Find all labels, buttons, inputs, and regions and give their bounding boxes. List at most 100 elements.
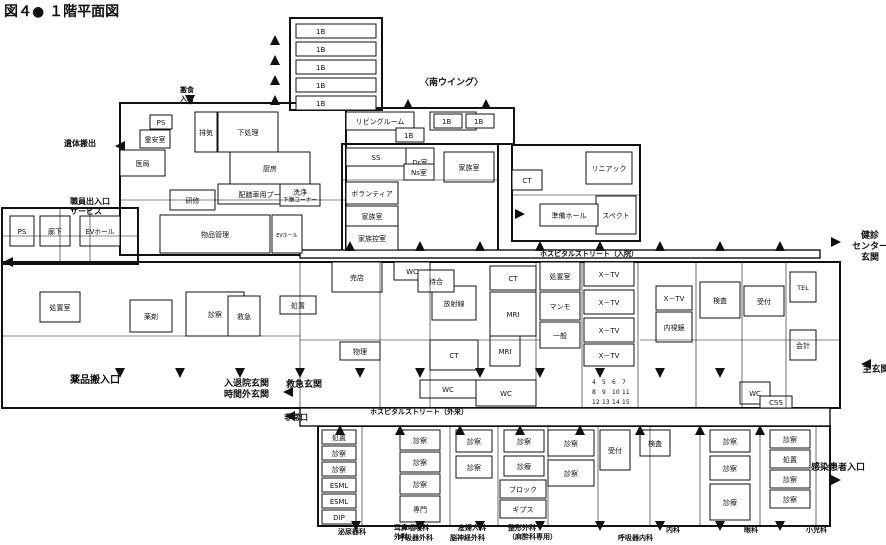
entrance-arrow <box>115 141 125 151</box>
room-label: 処置室 <box>50 303 71 312</box>
room-label: 厨房 <box>263 164 277 173</box>
entrance-arrow <box>655 241 665 251</box>
entrance-arrow <box>831 475 841 485</box>
ward-number: 1B <box>316 82 325 90</box>
room-label: 診察 <box>564 469 578 478</box>
room-label: ESML <box>330 498 348 506</box>
room-label: 廊下 <box>48 227 62 236</box>
ward-number: 1B <box>442 118 451 126</box>
room-label: 検査 <box>713 296 727 305</box>
room-label: 診察 <box>467 437 481 446</box>
room-label: CT <box>508 275 518 283</box>
entrance-arrow <box>775 241 785 251</box>
room-label: Dr室 <box>412 158 427 167</box>
street-number: 11 <box>622 389 630 396</box>
room-label: 検査 <box>648 439 662 448</box>
entrance-arrow <box>270 75 280 85</box>
entrance-arrow <box>861 359 871 369</box>
cashier: 会計 <box>789 329 817 361</box>
south-wing-ward: 1B <box>295 41 377 57</box>
room-label: X－TV <box>599 271 620 279</box>
dept-ent: 外科 <box>394 532 408 541</box>
room-label: 処置 <box>783 455 797 464</box>
label-health-center: 健診 <box>861 229 880 241</box>
room-label: 診察 <box>332 465 346 474</box>
dept-ophthalmology: 眼科 <box>744 525 758 534</box>
room-label: 診察 <box>332 449 346 458</box>
street-number: 12 <box>592 399 600 406</box>
entrance-arrow <box>475 368 485 378</box>
op-exam-9: 診察 <box>547 429 595 457</box>
label-staff-entrance: サービス <box>70 206 102 216</box>
room-label: 物理 <box>353 347 367 356</box>
room-label: 専門 <box>413 505 427 514</box>
entrance-arrow <box>395 425 405 435</box>
room-label: 売店 <box>350 273 364 282</box>
entrance-arrow <box>775 521 785 531</box>
room-label: PS <box>18 228 27 236</box>
south-wing-ward: 1B <box>295 23 377 39</box>
op-exam-4: 診察 <box>399 451 441 473</box>
room-label: X－TV <box>599 352 620 360</box>
physics-room: 物理 <box>339 341 381 361</box>
room-label: CT <box>522 177 532 185</box>
entrance-arrow <box>285 411 295 421</box>
ward-number: 1B <box>316 46 325 54</box>
entrance-arrow <box>535 241 545 251</box>
room-label: WC <box>406 268 418 276</box>
entrance-arrow <box>515 425 525 435</box>
room-label: 診療 <box>517 462 531 471</box>
kitchen: 厨房 <box>229 151 311 185</box>
op-exam-12: 診察 <box>709 455 751 481</box>
nurse-room: Ns室 <box>403 163 435 181</box>
mri-room-2: MRI <box>489 335 521 367</box>
room-label: 診察 <box>208 310 222 319</box>
label-health-center: 玄関 <box>861 251 879 263</box>
spect-room: スペクト <box>595 195 637 235</box>
op-exam-8: 診察 <box>503 429 545 453</box>
corridor-west: 廊下 <box>39 215 71 247</box>
op-clinic-2: 診療 <box>709 483 751 521</box>
family-room-2: 家族室 <box>443 151 495 183</box>
ps-west: PS <box>9 215 35 247</box>
room-label: 準備ホール <box>552 211 587 220</box>
street-number: 6 <box>612 379 616 386</box>
dept-internal: 内科 <box>666 525 680 534</box>
er-room: 救急 <box>227 295 261 337</box>
room-label: CSS <box>769 399 783 407</box>
ward-number: 1B <box>316 100 325 108</box>
figure-title: 図４● １階平面図 <box>4 4 120 20</box>
entrance-arrow <box>415 368 425 378</box>
entrance-arrow <box>715 241 725 251</box>
gips-room: ギプス <box>499 499 547 519</box>
room-label: リニアック <box>592 165 627 173</box>
street-number: 5 <box>602 379 606 386</box>
medical-office: 医局 <box>119 149 166 177</box>
entrance-arrow <box>831 237 841 247</box>
ev-west: EVホール <box>79 215 121 247</box>
entrance-arrow <box>235 368 245 378</box>
room-label: 診察 <box>413 458 427 467</box>
op-exam-3: 診察 <box>399 429 441 451</box>
volunteer-room: ボランティア <box>345 181 399 205</box>
room-label: SS <box>372 154 381 162</box>
hospital-street-outpatient <box>299 407 831 427</box>
entrance-arrow <box>655 521 665 531</box>
room-label: ボランティア <box>351 190 393 198</box>
op-treatment-2: 処置 <box>769 449 811 469</box>
street-number: 8 <box>592 389 596 396</box>
xtv-room-3: X－TV <box>583 317 635 343</box>
dip-room: DIP <box>321 509 357 525</box>
entrance-arrow <box>455 425 465 435</box>
room-label: EVホール <box>86 228 115 236</box>
entrance-arrow <box>535 521 545 531</box>
entrance-arrow <box>481 99 491 109</box>
op-exam-7: 診察 <box>455 455 493 479</box>
ps-room: PS <box>149 114 173 130</box>
street-number: 13 <box>602 399 610 406</box>
entrance-arrow <box>185 95 195 105</box>
exhaust-room: 排気 <box>194 111 218 153</box>
entrance-arrow <box>655 368 665 378</box>
